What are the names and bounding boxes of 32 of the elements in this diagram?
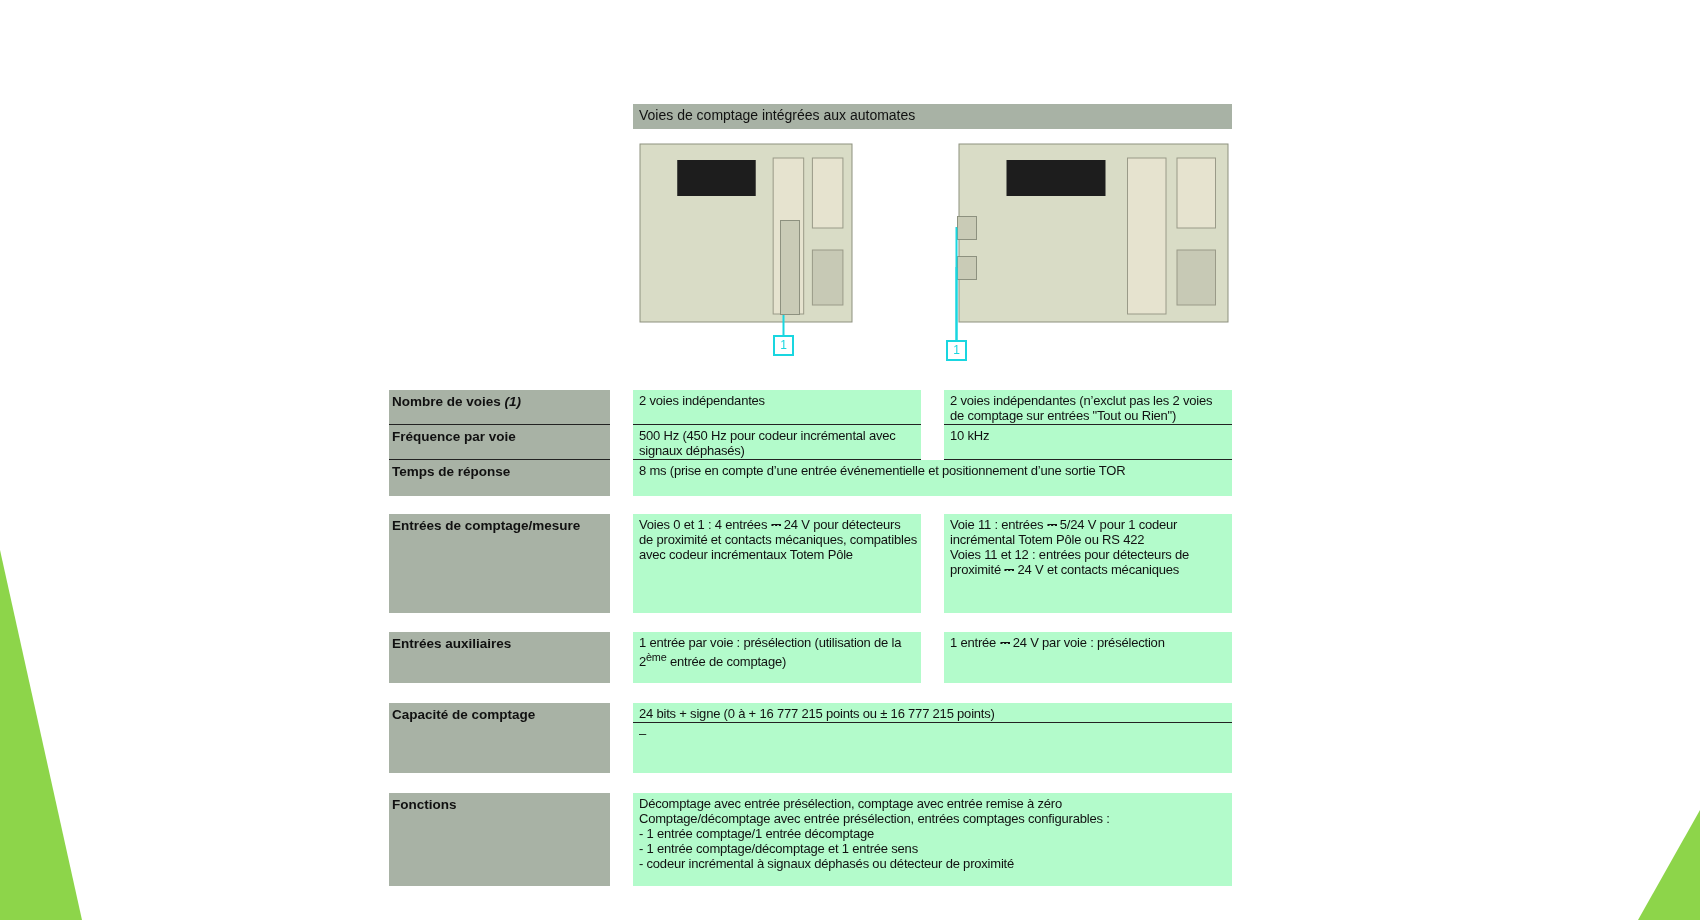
cell-text: – — [639, 726, 648, 741]
cell-text: 10 kHz — [950, 428, 991, 443]
callout-number: 1 — [946, 340, 967, 361]
module-part — [957, 256, 977, 280]
cell-text: Décomptage avec entrée présélection, comptage avec entrée remise à zéro — [639, 796, 1063, 811]
cell-text: Voie 11 : entrées ⎓ 5/24 V pour 1 codeur incrémental Totem Pôle ou RS 422 — [950, 517, 1179, 547]
cell-text: 24 bits + signe (0 à + 16 777 215 points ou ± 16 777 215 points) — [639, 706, 996, 721]
row-header: Fonctions — [392, 797, 458, 812]
callout-number: 1 — [773, 335, 794, 356]
cell-text: 8 ms (prise en compte d’une entrée événementielle et positionnement d’une sortie TOR — [639, 463, 1127, 478]
cell-text: - 1 entrée comptage/décomptage et 1 entrée sens — [639, 841, 919, 856]
cell-text: Voies 11 et 12 : entrées pour détecteurs de proximité ⎓ 24 V et contacts mécaniques — [950, 547, 1191, 577]
cell-text: 1 entrée par voie : présélection (utilisation de la 2$^{ème}$ entrée de comptage) — [639, 635, 903, 670]
leader-line — [955, 267, 958, 341]
cell-text: 2 voies indépendantes (n’exclut pas les 2 voies de comptage sur entrées "Tout ou Rien") — [950, 393, 1214, 423]
cell-text: - 1 entrée comptage/1 entrée décomptage — [639, 826, 876, 841]
module-part — [957, 216, 977, 240]
cell-text: 1 entrée ⎓ 24 V par voie : présélection — [950, 635, 1166, 650]
cell-text: - codeur incrémental à signaux déphasés ou détecteur de proximité — [639, 856, 1016, 871]
cell-text: Comptage/décomptage avec entrée présélection, entrées comptages configurables : — [639, 811, 1111, 826]
leader-line — [782, 314, 785, 336]
row-header: Temps de réponse — [392, 464, 512, 479]
row-header: Nombre de voies (1) — [392, 394, 523, 409]
row-header: Fréquence par voie — [392, 429, 517, 444]
module-part — [780, 220, 800, 315]
cell-text: Voies 0 et 1 : 4 entrées ⎓ 24 V pour détecteurs de proximité et contacts mécaniques, compatibles avec codeur incrémentaux Totem Pôle — [639, 517, 917, 562]
title-bar: Voies de comptage intégrées aux automates — [633, 104, 1232, 129]
cell-text: 500 Hz (450 Hz pour codeur incrémental avec signaux déphasés) — [639, 428, 897, 458]
row-header: Entrées de comptage/mesure — [392, 518, 582, 533]
row-header: Capacité de comptage — [392, 707, 537, 722]
cell-text: 2 voies indépendantes — [639, 393, 766, 408]
row-header: Entrées auxiliaires — [392, 636, 513, 651]
